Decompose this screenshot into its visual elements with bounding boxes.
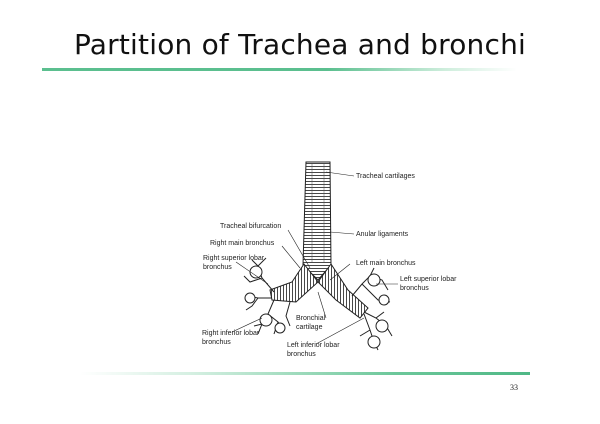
label-right-inferior-lobar: Right inferior lobar xyxy=(202,330,260,337)
left-main-bronchus xyxy=(317,263,369,319)
label-right-inferior-lobar-2: bronchus xyxy=(202,339,231,346)
label-anular-ligaments: Anular ligaments xyxy=(356,231,409,238)
label-left-main-bronchus: Left main bronchus xyxy=(356,260,416,267)
footer-rule xyxy=(80,372,530,375)
label-right-main-bronchus: Right main bronchus xyxy=(210,240,275,247)
left-bronchial-tree xyxy=(351,267,393,351)
label-tracheal-bifurcation: Tracheal bifurcation xyxy=(220,223,281,230)
right-bronchial-tree xyxy=(243,257,291,335)
title-underline xyxy=(42,68,517,71)
label-left-superior-lobar: Left superior lobar xyxy=(400,276,457,283)
label-left-inferior-lobar: Left inferior lobar xyxy=(287,342,340,349)
label-left-inferior-lobar-2: bronchus xyxy=(287,351,316,358)
label-tracheal-cartilages: Tracheal cartilages xyxy=(356,173,415,180)
label-bronchial-cartilage-2: cartilage xyxy=(296,324,323,331)
page-number: 33 xyxy=(510,383,518,392)
label-bronchial-cartilage: Bronchial xyxy=(296,315,326,322)
slide-title: Partition of Trachea and bronchi xyxy=(73,28,526,61)
trachea xyxy=(302,161,332,281)
diagram-labels: Tracheal cartilages Anular ligaments Tra… xyxy=(202,173,457,358)
leader-lines xyxy=(231,171,398,345)
label-right-superior-lobar: Right superior lobar xyxy=(203,255,265,262)
label-right-superior-lobar-2: bronchus xyxy=(203,264,232,271)
label-left-superior-lobar-2: bronchus xyxy=(400,285,429,292)
